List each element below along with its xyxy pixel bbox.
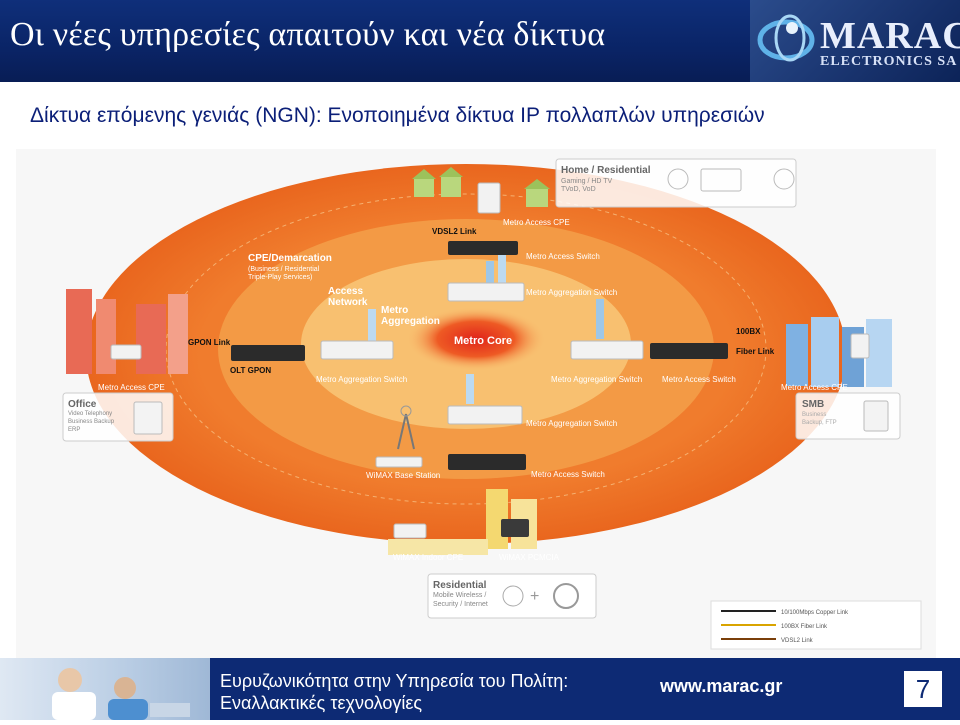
device-wimax-tower-icon xyxy=(397,405,415,450)
label-metro-aggregation-switch-left: Metro Aggregation Switch xyxy=(316,375,407,384)
logo-swirl-icon xyxy=(757,14,815,62)
metro-aggregation-label-2: Aggregation xyxy=(381,316,440,327)
link-legend: 10/100Mbps Copper Link 100BX Fiber Link … xyxy=(710,600,922,650)
footer-url: www.marac.gr xyxy=(660,676,783,696)
device-switch-top-white xyxy=(447,282,525,302)
cpe-demarcation-sub-2: Triple-Play Services) xyxy=(248,274,312,281)
label-metro-aggregation-switch-right: Metro Aggregation Switch xyxy=(551,375,642,384)
device-wimax-indoor-cpe xyxy=(393,523,427,539)
access-network-label-2: Network xyxy=(328,297,368,308)
label-metro-access-switch-top: Metro Access Switch xyxy=(526,252,600,261)
label-metro-access-switch-right: Metro Access Switch xyxy=(662,375,736,384)
label-metro-access-cpe-left: Metro Access CPE xyxy=(98,383,165,392)
footer-caption-line-2: Εναλλακτικές τεχνολογίες xyxy=(220,693,423,713)
residential-item-1: Mobile Wireless / xyxy=(433,592,486,599)
residential-box: Residential Mobile Wireless / Security /… xyxy=(427,573,597,619)
device-switch-top-black xyxy=(448,241,518,255)
footer-caption: Ευρυζωνικότητα στην Υπηρεσία του Πολίτη:… xyxy=(220,670,568,714)
smb-title: SMB xyxy=(802,399,824,410)
label-metro-access-cpe-top: Metro Access CPE xyxy=(503,218,570,227)
office-title: Office xyxy=(68,399,97,410)
satellite-dish-icon-2 xyxy=(773,168,795,190)
device-cpe-right xyxy=(850,333,870,359)
label-100bx-fiber-link-1: 100BX xyxy=(736,327,761,336)
plus-icon: + xyxy=(530,588,539,605)
label-wimax-indoor-cpe: WiMAX Indoor CPE xyxy=(393,553,463,562)
company-logo: MARAC ELECTRONICS SA xyxy=(750,0,960,82)
office-item-3: ERP xyxy=(68,427,80,433)
bottom-buildings xyxy=(388,489,537,555)
cpe-demarcation-label: CPE/Demarcation xyxy=(248,253,332,264)
office-item-2: Business Backup xyxy=(68,419,115,425)
access-network-label-1: Access xyxy=(328,286,363,297)
slide-title: Οι νέες υπηρεσίες απαιτούν και νέα δίκτυ… xyxy=(10,16,606,53)
logo-subtitle: ELECTRONICS SA xyxy=(820,54,958,69)
footer-photo-image xyxy=(0,658,210,720)
label-metro-aggregation-switch-bottom: Metro Aggregation Switch xyxy=(526,419,617,428)
slide-footer: Ευρυζωνικότητα στην Υπηρεσία του Πολίτη:… xyxy=(0,658,960,720)
office-box: Office Video Telephony Business Backup E… xyxy=(62,392,174,442)
cpe-demarcation-sub-1: (Business / Residential xyxy=(248,266,320,273)
core-glow xyxy=(406,307,546,371)
legend-fiber-link: 100BX Fiber Link xyxy=(781,624,828,630)
page-number: 7 xyxy=(904,671,942,707)
device-vdsl-cpe xyxy=(477,182,501,214)
residential-title: Residential xyxy=(433,580,487,591)
office-item-1: Video Telephony xyxy=(68,411,112,417)
label-metro-access-switch-bottom: Metro Access Switch xyxy=(531,470,605,479)
device-switch-right-black xyxy=(650,343,728,359)
smb-item-1: Business xyxy=(802,412,826,418)
home-residential-item-1: Gaming / HD TV xyxy=(561,178,613,185)
label-wimax-pcmcia: WiMAX PCMCIA xyxy=(499,553,560,562)
phone-icon xyxy=(133,401,163,435)
device-switch-left-white xyxy=(320,340,394,360)
internet-e-icon xyxy=(553,583,579,609)
tv-icon xyxy=(700,168,742,192)
label-metro-access-cpe-right: Metro Access CPE xyxy=(781,383,848,392)
slide-subtitle: Δίκτυα επόμενης γενιάς (NGN): Ενοποιημέν… xyxy=(30,104,765,127)
legend-vdsl2-link: VDSL2 Link xyxy=(781,638,814,644)
label-olt-gpon: OLT GPON xyxy=(230,366,271,375)
logo-brand: MARAC xyxy=(820,15,960,57)
home-residential-box: Home / Residential Gaming / HD TV TVoD, … xyxy=(555,158,797,208)
slide-header: Οι νέες υπηρεσίες απαιτούν και νέα δίκτυ… xyxy=(0,0,960,82)
right-city-buildings xyxy=(786,317,892,387)
label-metro-aggregation-switch-top: Metro Aggregation Switch xyxy=(526,288,617,297)
device-wimax-base-station xyxy=(375,456,423,468)
satellite-dish-icon xyxy=(667,168,689,190)
device-switch-bottom-black xyxy=(448,454,526,470)
center-towers xyxy=(368,253,604,404)
label-wimax-base-station: WiMAX Base Station xyxy=(366,471,440,480)
device-wimax-pcmcia-laptop xyxy=(501,519,529,537)
home-residential-title: Home / Residential xyxy=(561,165,651,176)
device-gpon-cpe xyxy=(110,344,142,360)
home-residential-item-2: TVoD, VoD xyxy=(561,186,596,193)
metro-aggregation-label-1: Metro xyxy=(381,305,408,316)
residential-item-2: Security / Internet xyxy=(433,601,488,608)
label-vdsl2-link: VDSL2 Link xyxy=(432,227,477,236)
ngn-network-diagram: Metro Core Metro Aggregation Access Netw… xyxy=(16,149,936,658)
label-100bx-fiber-link-2: Fiber Link xyxy=(736,347,775,356)
server-icon xyxy=(863,400,889,432)
device-olt-gpon xyxy=(231,345,305,361)
label-gpon-link: GPON Link xyxy=(188,338,231,347)
footer-caption-line-1: Ευρυζωνικότητα στην Υπηρεσία του Πολίτη: xyxy=(220,671,569,691)
legend-copper-link: 10/100Mbps Copper Link xyxy=(781,610,849,616)
smb-item-2: Backup, FTP xyxy=(802,420,837,426)
metro-core-label: Metro Core xyxy=(454,335,512,347)
people-with-laptop-image xyxy=(52,668,190,720)
top-houses xyxy=(412,167,550,207)
smb-box: SMB Business Backup, FTP xyxy=(795,392,901,440)
camera-icon xyxy=(502,585,524,607)
device-switch-right-white xyxy=(570,340,644,360)
device-switch-bottom-white xyxy=(447,405,523,425)
